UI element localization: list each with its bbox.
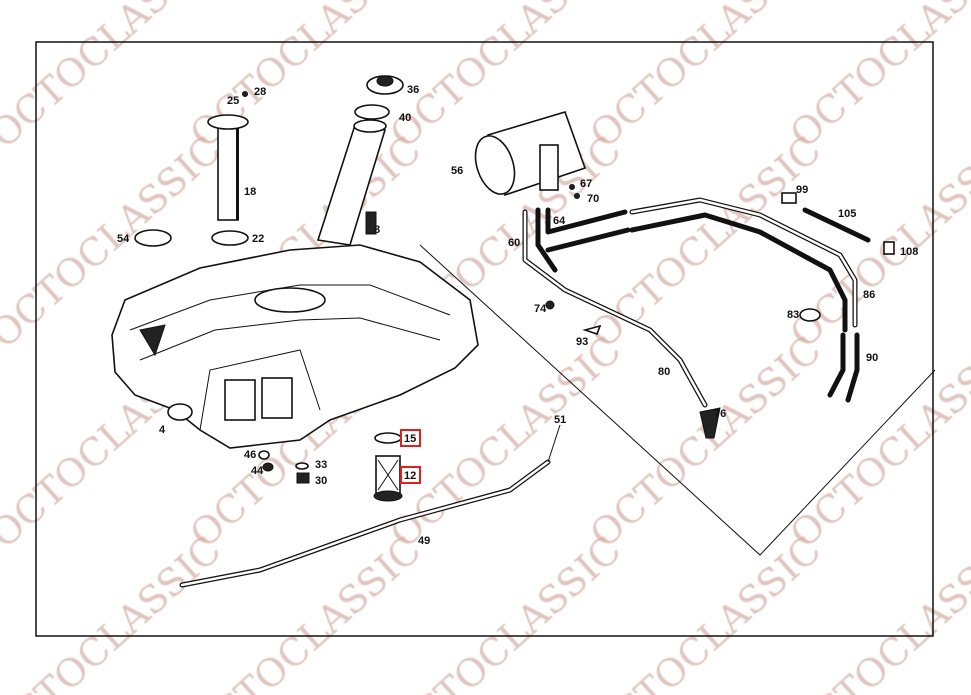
strainer-12 [373,455,403,502]
label-86: 86 [863,289,875,301]
label-40: 40 [399,112,411,124]
label-54: 54 [117,233,130,245]
label-15[interactable]: 15 [404,433,416,445]
label-36: 36 [407,84,419,96]
label-44: 44 [251,465,264,477]
label-25: 25 [227,95,239,107]
diagram-frame [35,41,934,637]
nut-70 [574,193,580,199]
highlight-box-15 [400,429,421,447]
plug-44 [262,462,274,472]
hose-8 [365,211,377,235]
label-67: 67 [580,178,592,190]
label-33: 33 [315,459,327,471]
label-64: 64 [553,215,566,227]
label-51: 51 [554,414,566,426]
label-108: 108 [900,246,918,258]
highlight-box-12 [400,466,421,484]
clip-108 [883,241,895,255]
label-83: 83 [787,309,799,321]
part-labels: 28 25 36 40 18 54 22 56 67 70 64 60 99 1… [117,84,918,547]
label-74: 74 [534,303,547,315]
label-90: 90 [866,352,878,364]
grommet-76 [699,407,721,439]
label-22: 22 [252,233,264,245]
fuel-sender [207,114,249,221]
filler-seal [354,104,390,120]
label-70: 70 [587,193,599,205]
label-46: 46 [244,449,256,461]
label-18: 18 [244,186,256,198]
label-60: 60 [508,237,520,249]
label-93: 93 [576,336,588,348]
clip-99 [781,192,797,204]
grommet-83 [799,308,821,322]
label-4: 4 [159,424,166,436]
label-99: 99 [796,184,808,196]
label-80: 80 [658,366,670,378]
fuel-tank [111,244,479,449]
label-8: 8 [374,224,380,236]
gasket-54 [134,229,172,247]
gasket-22 [211,230,249,246]
fuel-lines [179,197,871,588]
label-30: 30 [315,475,327,487]
label-28: 28 [254,86,266,98]
label-12[interactable]: 12 [404,470,416,482]
label-56: 56 [451,165,463,177]
nut-30 [296,472,310,484]
washer-46 [258,450,270,460]
filler-cap [366,75,404,95]
screw-28 [242,91,248,97]
clip-93 [582,324,602,336]
label-76: 76 [714,408,726,420]
canister [474,111,587,197]
washer-67 [569,184,575,190]
o-ring-15 [374,432,402,444]
label-49: 49 [418,535,430,547]
label-105: 105 [838,208,856,220]
nut-74 [545,300,555,310]
washer-33 [295,462,309,470]
